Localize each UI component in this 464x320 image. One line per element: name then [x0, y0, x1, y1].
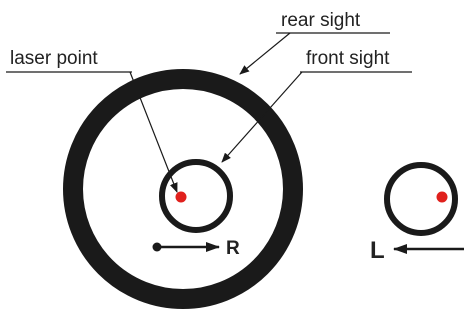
rear-sight-label: rear sight: [281, 10, 361, 31]
front-sight-ring-left-view: [384, 162, 458, 236]
left-direction-label: L: [370, 237, 385, 264]
laser-point-dot: [175, 191, 187, 203]
rear-sight-leader: [239, 32, 291, 75]
right-direction-label: R: [226, 238, 240, 259]
front-sight-label: front sight: [306, 48, 390, 69]
laser-point-leader: [129, 71, 178, 193]
laser-point-label: laser point: [10, 48, 98, 69]
front-sight-leader: [221, 71, 303, 163]
rear-sight-ring: [63, 69, 303, 309]
laser-point-dot-left-view: [436, 191, 448, 203]
front-sight-ring: [159, 159, 233, 233]
